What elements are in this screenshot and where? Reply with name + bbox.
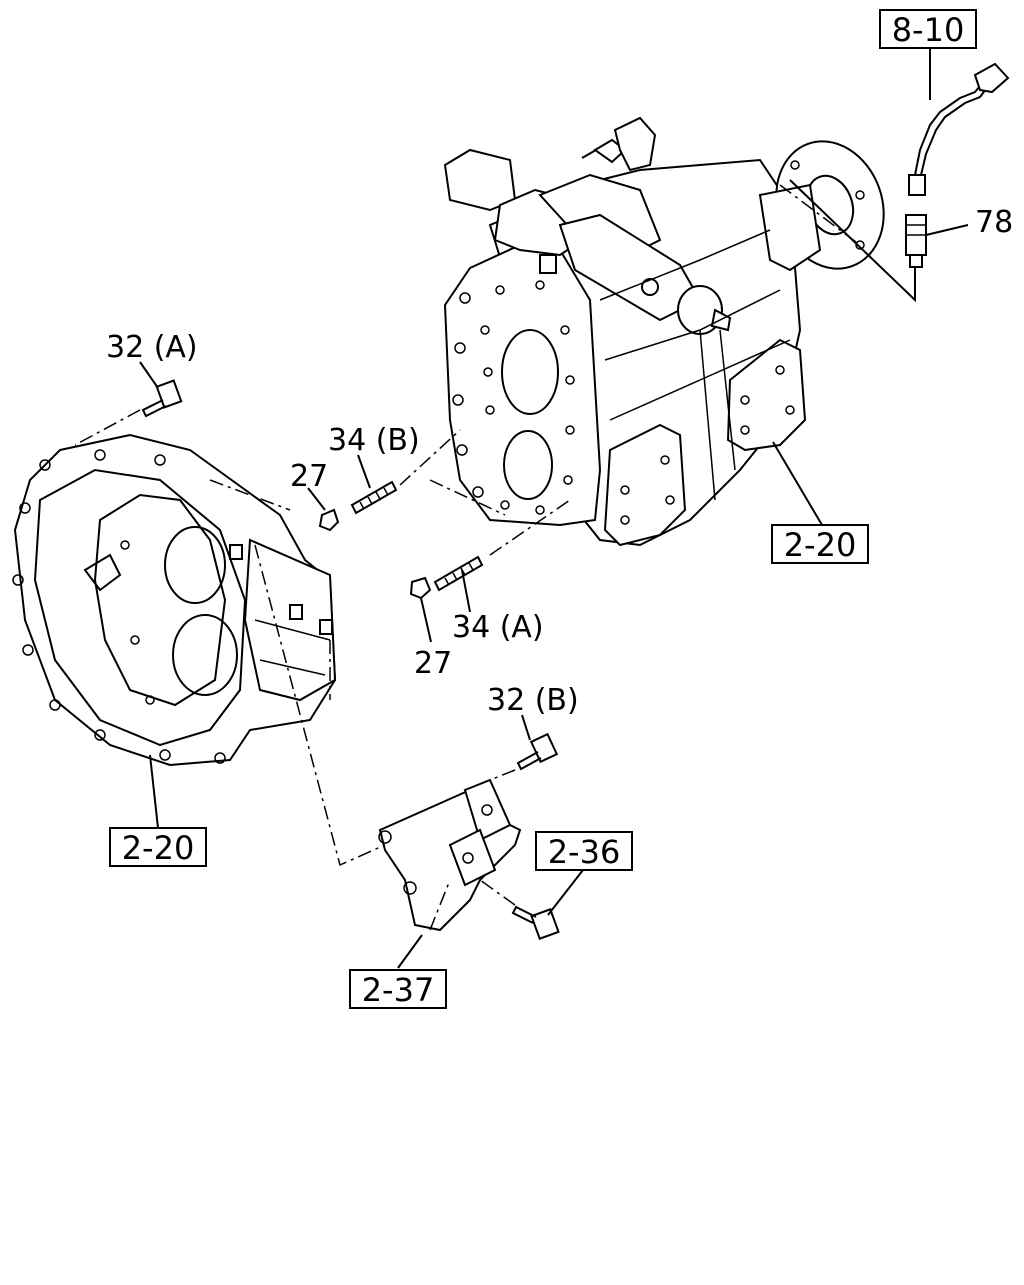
speed-sensor bbox=[905, 214, 927, 268]
nut-27-bottom bbox=[409, 576, 432, 600]
callout-34a-text: 34 (A) bbox=[452, 610, 544, 645]
leader-lines bbox=[139, 361, 823, 969]
wire-harness bbox=[908, 62, 1010, 196]
bolt-32b bbox=[516, 732, 559, 771]
callout-27-top-text: 27 bbox=[290, 459, 328, 494]
callout-2-36-text: 2-36 bbox=[548, 833, 621, 871]
stud-34b bbox=[350, 480, 398, 515]
callout-2-20-left: 2-20 bbox=[109, 827, 207, 867]
stud-34a bbox=[433, 555, 484, 592]
callout-32b-text: 32 (B) bbox=[487, 683, 579, 718]
nut-27-top bbox=[318, 508, 340, 532]
callout-2-36: 2-36 bbox=[535, 831, 633, 871]
callout-2-20-right: 2-20 bbox=[771, 524, 869, 564]
callout-27-bottom-text: 27 bbox=[414, 646, 452, 681]
callout-34b-text: 34 (B) bbox=[328, 423, 420, 458]
callout-2-37: 2-37 bbox=[349, 969, 447, 1009]
callout-78-text: 78 bbox=[975, 205, 1013, 240]
callout-2-20-right-text: 2-20 bbox=[784, 526, 857, 564]
transmission-assembly bbox=[443, 116, 885, 547]
sensor-leader bbox=[789, 179, 916, 303]
alignment-lines bbox=[74, 184, 861, 931]
callout-2-20-left-text: 2-20 bbox=[122, 829, 195, 867]
bolt-32a bbox=[141, 379, 183, 418]
bolt-2-36 bbox=[511, 905, 560, 940]
bracket bbox=[378, 778, 522, 932]
callout-2-37-text: 2-37 bbox=[362, 971, 435, 1009]
clutch-housing bbox=[12, 433, 337, 767]
callout-8-10-text: 8-10 bbox=[892, 11, 965, 49]
callout-32a-text: 32 (A) bbox=[106, 330, 198, 365]
callout-8-10: 8-10 bbox=[879, 9, 977, 49]
